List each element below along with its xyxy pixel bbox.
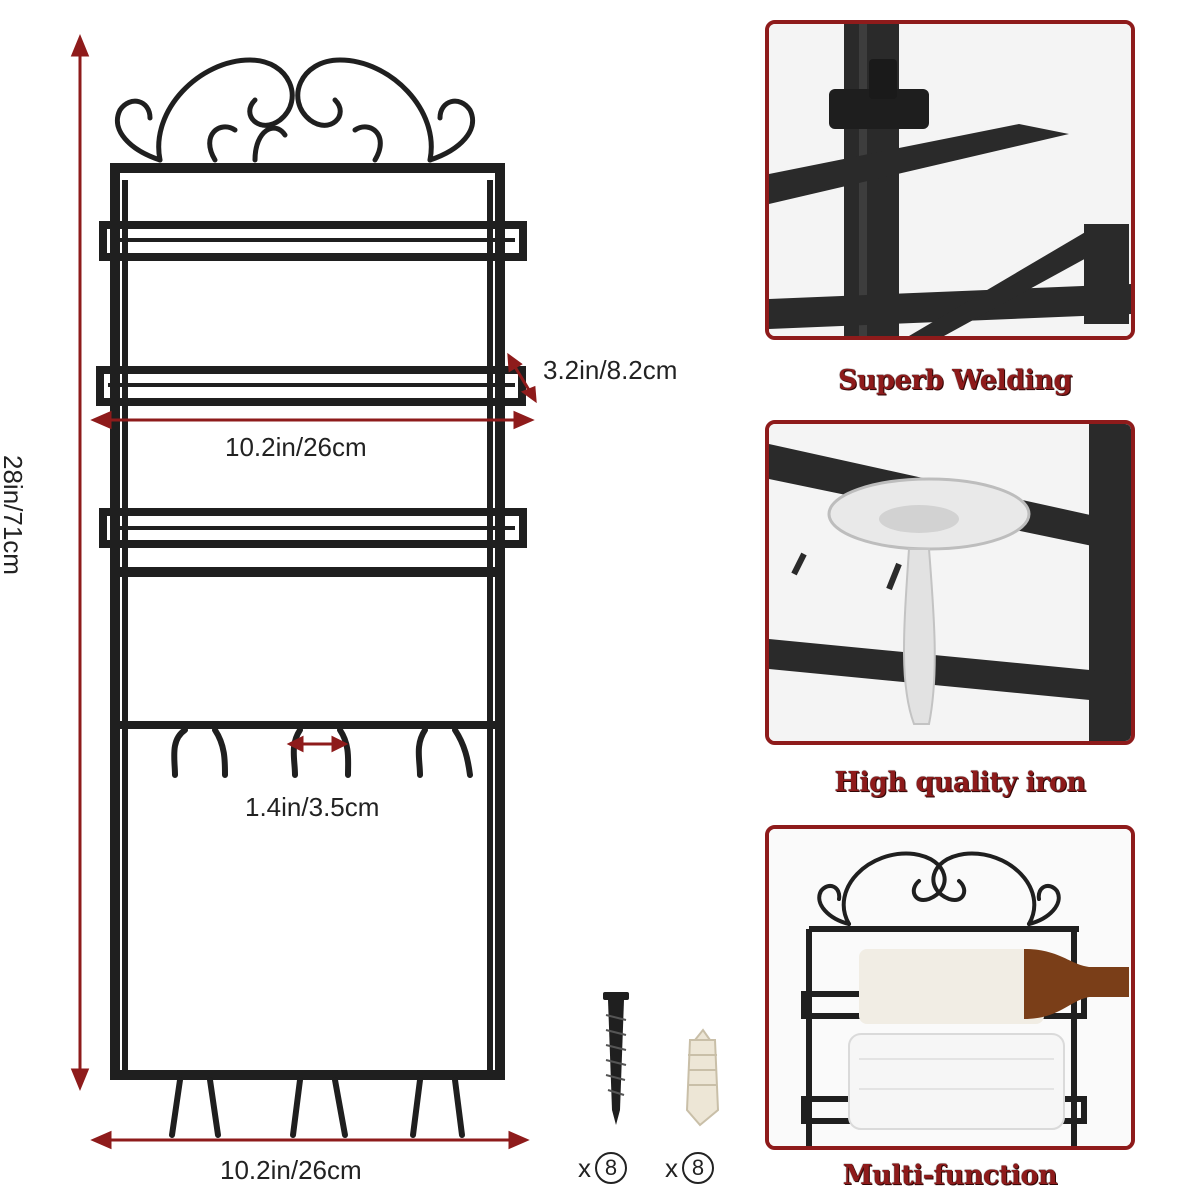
anchor-qty-prefix: x bbox=[665, 1152, 678, 1183]
height-dimension-arrow bbox=[70, 34, 90, 1091]
shelf-middle bbox=[96, 366, 526, 406]
glass-hooks-lower bbox=[169, 1077, 465, 1138]
screw-quantity: x 8 bbox=[578, 1152, 627, 1184]
feature-panel-iron bbox=[765, 420, 1135, 745]
height-label: 28in/71cm bbox=[0, 455, 28, 575]
feature-panel-welding bbox=[765, 20, 1135, 340]
base-width-label: 10.2in/26cm bbox=[220, 1155, 362, 1185]
depth-label: 3.2in/8.2cm bbox=[543, 355, 678, 385]
feature-caption-multifunction: Multi-function bbox=[842, 1160, 1058, 1191]
iron-closeup-image bbox=[769, 424, 1131, 741]
scroll-ornament bbox=[114, 57, 476, 163]
anchor-quantity: x 8 bbox=[665, 1152, 714, 1184]
depth-dimension-arrow bbox=[507, 352, 537, 404]
screw-qty-value: 8 bbox=[595, 1152, 627, 1184]
feature-caption-iron: High quality iron bbox=[834, 767, 1086, 798]
screw-qty-prefix: x bbox=[578, 1152, 591, 1183]
shelf-top bbox=[99, 221, 527, 261]
anchor-qty-value: 8 bbox=[682, 1152, 714, 1184]
shelf-bottom bbox=[99, 508, 527, 548]
hook-spacing-label: 1.4in/3.5cm bbox=[245, 792, 380, 822]
glass-hooks-upper bbox=[171, 727, 473, 778]
hook-spacing-arrow bbox=[286, 735, 349, 753]
wine-rack-illustration bbox=[70, 34, 537, 1150]
screw-icon bbox=[603, 992, 629, 1125]
welding-closeup-image bbox=[769, 24, 1131, 336]
rack-frame bbox=[110, 163, 505, 1080]
wall-anchor-icon bbox=[685, 1028, 720, 1127]
shelf-width-arrow bbox=[90, 410, 535, 430]
base-width-arrow bbox=[90, 1130, 530, 1150]
feature-panel-multifunction bbox=[765, 825, 1135, 1150]
multifunction-image bbox=[769, 829, 1131, 1146]
shelf-width-label: 10.2in/26cm bbox=[225, 432, 367, 462]
feature-caption-welding: Superb Welding bbox=[838, 365, 1072, 396]
